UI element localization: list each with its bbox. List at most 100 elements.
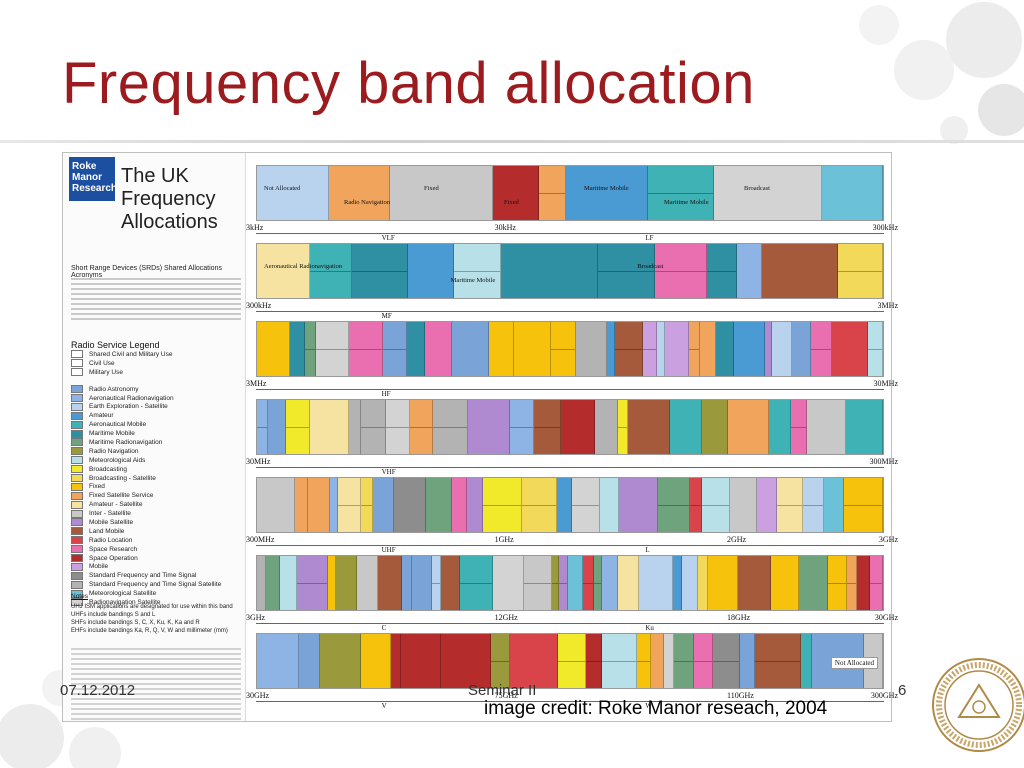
band-segment [559, 556, 569, 610]
legend-item: Aeronautical Mobile [71, 420, 243, 429]
legend-item: Radio Location [71, 536, 243, 545]
band-segment [257, 400, 268, 454]
chart-sidebar: Roke Manor Research The UK Frequency All… [63, 153, 246, 721]
acronyms-heading: Short Range Devices (SRDs) Shared Alloca… [71, 265, 222, 279]
band-segment [637, 634, 651, 688]
band-segment [257, 166, 330, 220]
axis-mark-label: 110GHz [727, 691, 754, 700]
legend-swatch [71, 571, 83, 580]
logo-line: Manor [72, 172, 102, 183]
band-segment [431, 556, 442, 610]
chart-title-line: Allocations [121, 211, 218, 233]
band-segment [618, 400, 628, 454]
axis-mark-label: 18GHz [727, 613, 751, 622]
legend-label: Fixed [89, 483, 105, 491]
band-designation: UHF [381, 546, 396, 554]
band-segment [665, 322, 689, 376]
legend-swatch [71, 491, 83, 500]
legend-item: Inter - Satellite [71, 509, 243, 518]
notes-block: UHJ ISM applications are designated for … [71, 603, 241, 635]
legend-swatch [71, 420, 83, 429]
band-segment [558, 634, 586, 688]
band-label: Fixed [504, 199, 519, 206]
band-label: Broadcast [744, 185, 770, 192]
band-segment [289, 322, 305, 376]
band-segment [870, 556, 883, 610]
band-segment [453, 244, 502, 298]
band-segment [733, 322, 766, 376]
band-segment [657, 322, 666, 376]
band-segment [762, 244, 838, 298]
legend-swatch [71, 429, 83, 438]
roke-manor-logo: Roke Manor Research [69, 157, 117, 201]
band-segment [811, 322, 833, 376]
band-segment [572, 478, 600, 532]
band-designation: LF [645, 234, 654, 242]
legend-item: Broadcasting - Satellite [71, 474, 243, 483]
legend-item: Earth Exploration - Satellite [71, 402, 243, 411]
band-segment [360, 634, 392, 688]
logo-line: Roke [72, 161, 97, 172]
fine-print [71, 645, 241, 723]
page-number: 6 [898, 682, 907, 699]
legend-item: Maritime Mobile [71, 429, 243, 438]
axis-start-label: 3MHz [246, 379, 267, 388]
band-label: Aeronautical Radionavigation [264, 263, 343, 270]
legend-swatch [71, 554, 83, 563]
band-segment [614, 322, 644, 376]
band-segment [583, 556, 595, 610]
legend-label: Meteorological Aids [89, 456, 146, 464]
footer-seminar: Seminar II [468, 682, 537, 699]
band-segment [356, 556, 379, 610]
band-segment [777, 478, 804, 532]
legend-item: Aeronautical Radionavigation [71, 394, 243, 403]
legend-label: Meteorological Satellite [89, 590, 157, 598]
legend-swatch [71, 500, 83, 509]
legend-label: Radio Location [89, 536, 133, 544]
legend-label: Aeronautical Radionavigation [89, 394, 174, 402]
band-segment [308, 478, 330, 532]
legend-item: Radionavigation Satellite [71, 598, 243, 607]
band-segment [257, 634, 299, 688]
band-segment [565, 166, 649, 220]
band-segment [349, 400, 362, 454]
band-segment [552, 556, 560, 610]
band-segment [538, 166, 566, 220]
band-segment [738, 556, 771, 610]
band-segment [390, 166, 493, 220]
note-line: EHFs include bandings Ka, R, Q, V, W and… [71, 628, 228, 634]
band-segment [617, 556, 639, 610]
footer-date: 07.12.2012 [60, 682, 136, 699]
legend-label: Standard Frequency and Time Signal Satel… [89, 581, 222, 589]
legend-label: Maritime Radionavigation [89, 438, 163, 446]
band-label: Maritime Mobile [450, 277, 496, 284]
band-segment [335, 556, 357, 610]
band-segment [401, 634, 441, 688]
legend-label: Standard Frequency and Time Signal [89, 572, 197, 580]
university-seal [932, 658, 1024, 752]
band-segment [772, 322, 792, 376]
legend-label: Space Research [89, 545, 138, 553]
axis-end-label: 30MHz [873, 379, 898, 388]
axis-mark-label: 2GHz [727, 535, 747, 544]
band-segment [491, 634, 511, 688]
legend-label: Shared Civil and Military Use [89, 350, 173, 358]
legend-item: Space Operation [71, 554, 243, 563]
legend-label: Military Use [89, 368, 123, 376]
band-segment [857, 556, 871, 610]
legend-swatch [71, 385, 83, 394]
band-segment [492, 166, 539, 220]
band-segment [411, 556, 432, 610]
legend-heading: Radio Service Legend [71, 340, 160, 350]
axis-start-label: 3GHz [246, 613, 266, 622]
band-row [256, 477, 884, 533]
band-designation: V [381, 702, 387, 710]
band-segment [670, 400, 702, 454]
band-segment [713, 166, 822, 220]
legend-item: Amateur - Satellite [71, 500, 243, 509]
